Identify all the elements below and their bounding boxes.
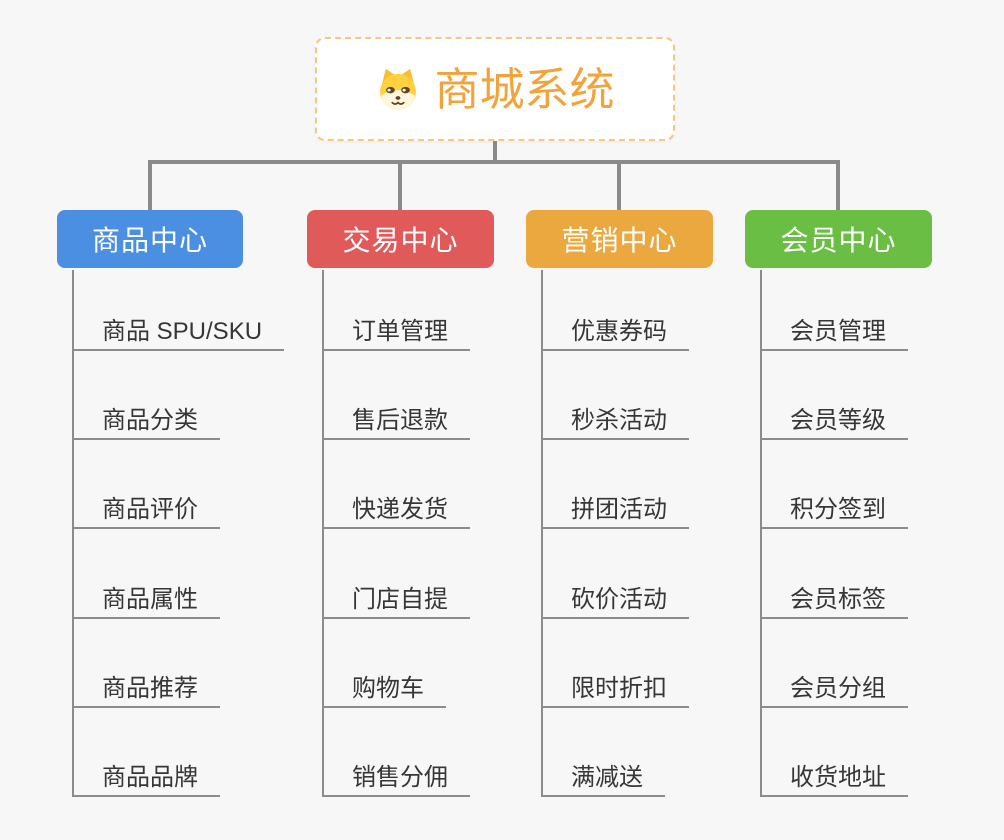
leaf-label: 拼团活动 [571,496,667,524]
leaf-label: 商品品牌 [102,763,198,791]
leaf-label: 会员管理 [790,318,886,345]
leaf-node[interactable]: 商品推荐 [74,619,220,708]
leaf-node[interactable]: 会员管理 [762,270,908,351]
connector-horizontal [148,160,840,164]
branch-node[interactable]: 会员中心 [745,210,932,268]
leaf-node[interactable]: 会员标签 [762,529,908,619]
leaf-label: 砍价活动 [571,585,667,613]
dog-icon [375,66,421,112]
branch-node[interactable]: 营销中心 [526,210,713,268]
leaf-node[interactable]: 售后退款 [324,351,470,441]
leaf-label: 购物车 [352,674,424,702]
leaf-label: 优惠券码 [571,318,667,345]
leaf-node[interactable]: 秒杀活动 [543,351,689,441]
leaf-node[interactable]: 门店自提 [324,529,470,619]
branch: 商品中心 商品 SPU/SKU 商品分类 商品评价 商品属性 商品推荐 商品品牌 [57,210,285,797]
branch-leaves: 商品 SPU/SKU 商品分类 商品评价 商品属性 商品推荐 商品品牌 [72,270,285,797]
leaf-label: 商品属性 [102,585,198,613]
leaf-label: 商品评价 [102,496,198,524]
branch: 营销中心 优惠券码 秒杀活动 拼团活动 砍价活动 限时折扣 满减送 [526,210,713,797]
leaf-label: 快递发货 [352,496,448,524]
branch-label: 交易中心 [342,225,459,256]
leaf-node[interactable]: 商品 SPU/SKU [74,270,285,351]
branch-leaves: 优惠券码 秒杀活动 拼团活动 砍价活动 限时折扣 满减送 [541,270,689,797]
leaf-node[interactable]: 限时折扣 [543,619,689,708]
leaf-label: 积分签到 [790,496,886,524]
branch: 交易中心 订单管理 售后退款 快递发货 门店自提 购物车 销售分佣 [307,210,494,797]
leaf-node[interactable]: 优惠券码 [543,270,689,351]
leaf-node[interactable]: 商品品牌 [74,708,220,797]
leaf-label: 会员等级 [790,407,886,435]
branch-node[interactable]: 交易中心 [307,210,494,268]
connector-drop-2 [398,160,402,212]
branch-label: 商品中心 [91,225,208,256]
root-node[interactable]: 商城系统 [315,37,675,141]
leaf-label: 秒杀活动 [571,407,667,435]
connector-drop-1 [148,160,152,212]
leaf-node[interactable]: 快递发货 [324,440,470,530]
connector-root-vertical [493,141,497,162]
branch: 会员中心 会员管理 会员等级 积分签到 会员标签 会员分组 收货地址 [745,210,932,797]
leaf-label: 会员标签 [790,585,886,613]
leaf-node[interactable]: 会员等级 [762,351,908,441]
leaf-node[interactable]: 购物车 [324,619,446,708]
leaf-label: 商品推荐 [102,674,198,702]
leaf-label: 商品 SPU/SKU [102,318,263,345]
branch-leaves: 订单管理 售后退款 快递发货 门店自提 购物车 销售分佣 [322,270,470,797]
root-title: 商城系统 [434,63,615,115]
connector-drop-4 [836,160,840,212]
leaf-node[interactable]: 商品属性 [74,529,220,619]
leaf-node[interactable]: 收货地址 [762,708,908,797]
branch-leaves: 会员管理 会员等级 积分签到 会员标签 会员分组 收货地址 [760,270,908,797]
leaf-label: 销售分佣 [352,763,448,791]
leaf-node[interactable]: 砍价活动 [543,529,689,619]
leaf-node[interactable]: 满减送 [543,708,665,797]
leaf-node[interactable]: 商品分类 [74,351,220,441]
leaf-node[interactable]: 订单管理 [324,270,470,351]
leaf-node[interactable]: 商品评价 [74,440,220,530]
leaf-label: 门店自提 [352,585,448,613]
leaf-node[interactable]: 会员分组 [762,619,908,708]
leaf-label: 订单管理 [352,318,448,345]
leaf-label: 满减送 [571,763,643,791]
branch-label: 会员中心 [780,225,897,256]
leaf-label: 商品分类 [102,407,198,435]
leaf-label: 收货地址 [790,763,886,791]
leaf-label: 会员分组 [790,674,886,702]
leaf-node[interactable]: 拼团活动 [543,440,689,530]
branch-node[interactable]: 商品中心 [57,210,243,268]
connector-drop-3 [617,160,621,212]
branch-label: 营销中心 [561,225,678,256]
leaf-label: 售后退款 [352,407,448,435]
leaf-node[interactable]: 销售分佣 [324,708,470,797]
leaf-node[interactable]: 积分签到 [762,440,908,530]
leaf-label: 限时折扣 [571,674,667,702]
